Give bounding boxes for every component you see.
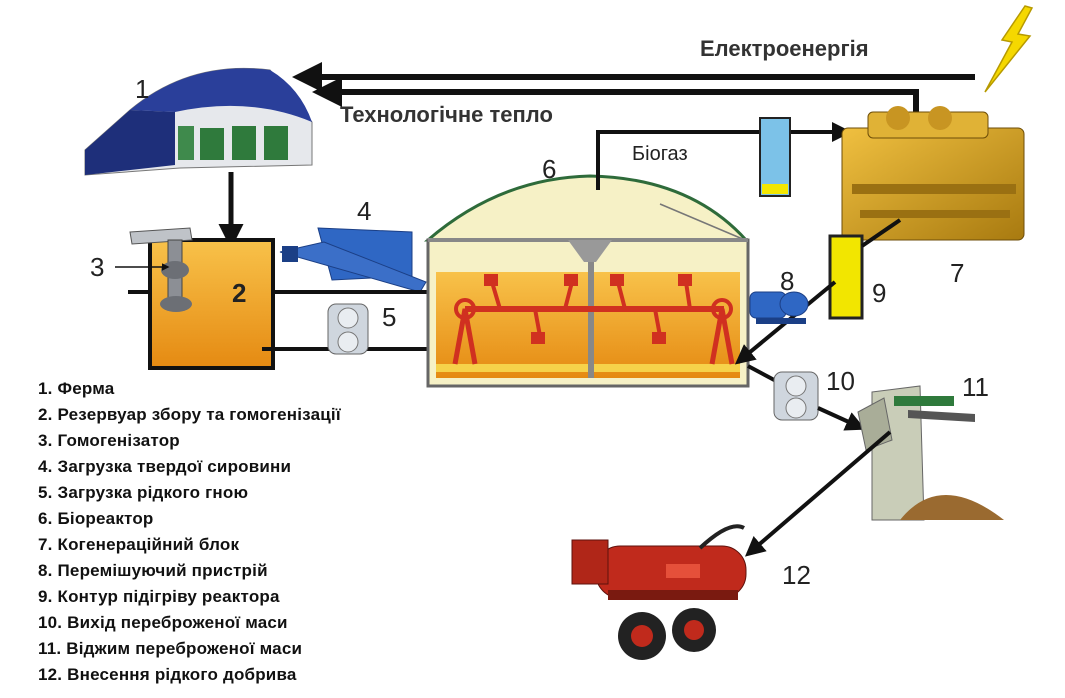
solid-feed-loader <box>279 227 427 293</box>
label-4: 4 <box>357 196 371 226</box>
farm-barn <box>84 67 313 176</box>
legend-item: 9. Контур підігріву реактора <box>38 587 280 606</box>
label-7: 7 <box>950 258 964 288</box>
legend-item: 4. Загрузка твердої сировини <box>38 457 292 476</box>
heat-line <box>312 77 919 118</box>
legend-item: 5. Загрузка рідкого гною <box>38 483 249 502</box>
gas-meter <box>759 117 791 197</box>
legend-item: 7. Когенераційний блок <box>38 535 240 554</box>
mixer-motor <box>749 291 809 324</box>
separator-to-tanker-pipe <box>744 430 892 557</box>
cogeneration-engine <box>841 106 1025 241</box>
legend-item: 3. Гомогенізатор <box>38 431 180 450</box>
legend-item: 6. Біореактор <box>38 509 154 528</box>
legend-item: 10. Вихід переброженої маси <box>38 613 288 632</box>
label-3: 3 <box>90 252 104 282</box>
bioreactor <box>423 174 750 388</box>
pump-to-separator-pipe <box>817 406 866 431</box>
label-6: 6 <box>542 154 556 184</box>
legend-item: 11. Віджим переброженої маси <box>38 639 303 658</box>
legend-item: 12. Внесення рідкого добрива <box>38 665 297 684</box>
label-12: 12 <box>782 560 811 590</box>
reactor-heater <box>828 234 864 320</box>
collection-tank <box>128 238 275 370</box>
separator-press <box>857 385 1004 521</box>
label-11: 11 <box>962 372 989 402</box>
slurry-pump <box>327 303 369 355</box>
homogenizer <box>129 227 193 312</box>
heat-pipe-to-heater <box>860 218 902 248</box>
label-9: 9 <box>872 278 886 308</box>
label-5: 5 <box>382 302 396 332</box>
legend-item: 8. Перемішуючий пристрій <box>38 561 268 580</box>
label-8: 8 <box>780 266 794 296</box>
label-1: 1 <box>135 74 149 104</box>
outlet-pump <box>773 371 819 421</box>
lightning-icon <box>984 5 1034 93</box>
label-10: 10 <box>826 366 855 396</box>
legend-item: 2. Резервуар збору та гомогенізації <box>38 405 341 424</box>
outlet-pipe <box>747 364 779 384</box>
fertilizer-tanker <box>571 524 747 660</box>
heat-label: Технологічне тепло <box>340 102 553 127</box>
label-2: 2 <box>232 278 246 308</box>
legend-item: 1. Ферма <box>38 379 115 398</box>
biogas-label: Біогаз <box>632 143 688 165</box>
electricity-label: Електроенергія <box>700 36 869 61</box>
legend-list: 1. Ферма 2. Резервуар збору та гомогеніз… <box>38 376 341 688</box>
